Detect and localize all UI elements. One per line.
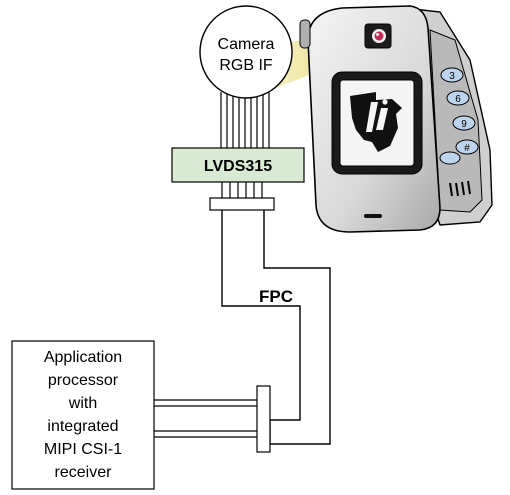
lvds315-label: LVDS315 [204, 158, 272, 175]
camera-label-line2: RGB IF [219, 57, 273, 74]
fpc-cable: FPC [209, 197, 331, 453]
fpc-outline [221, 210, 331, 445]
key-hash-label: # [464, 143, 470, 154]
processor-line-4: integrated [47, 418, 118, 435]
processor-line-6: receiver [55, 464, 113, 481]
lvds-output-lines [221, 182, 263, 198]
processor-line-1: Application [44, 349, 122, 366]
processor-line-3: with [68, 395, 97, 412]
lvds315-box [171, 147, 305, 183]
processor-line-2: processor [48, 372, 119, 389]
rgb-parallel-bus [220, 92, 270, 148]
flip-phone-icon: 3 6 9 # [274, 5, 493, 233]
fpc-top-connector [209, 197, 275, 211]
camera-label-line1: Camera [218, 36, 275, 53]
camera-rgb-interface: Camera RGB IF [199, 5, 293, 99]
ti-logo-icon [350, 92, 402, 152]
key-6-label: 6 [455, 94, 461, 105]
processor-line-5: MIPI CSI-1 [44, 441, 122, 458]
key-9-label: 9 [461, 119, 467, 130]
application-processor: Application processor with integrated MI… [11, 340, 155, 490]
processor-box [11, 340, 155, 490]
phone-earpiece [364, 214, 382, 218]
fpc-bottom-connector [256, 385, 271, 453]
lvds315-block: LVDS315 [171, 147, 305, 183]
key-3-label: 3 [449, 71, 455, 82]
camera-circle [199, 5, 293, 99]
speaker-grille [449, 180, 471, 197]
fpc-label: FPC [259, 287, 293, 306]
processor-link-lines [154, 399, 257, 438]
keypad-keys: 3 6 9 # [439, 67, 479, 165]
